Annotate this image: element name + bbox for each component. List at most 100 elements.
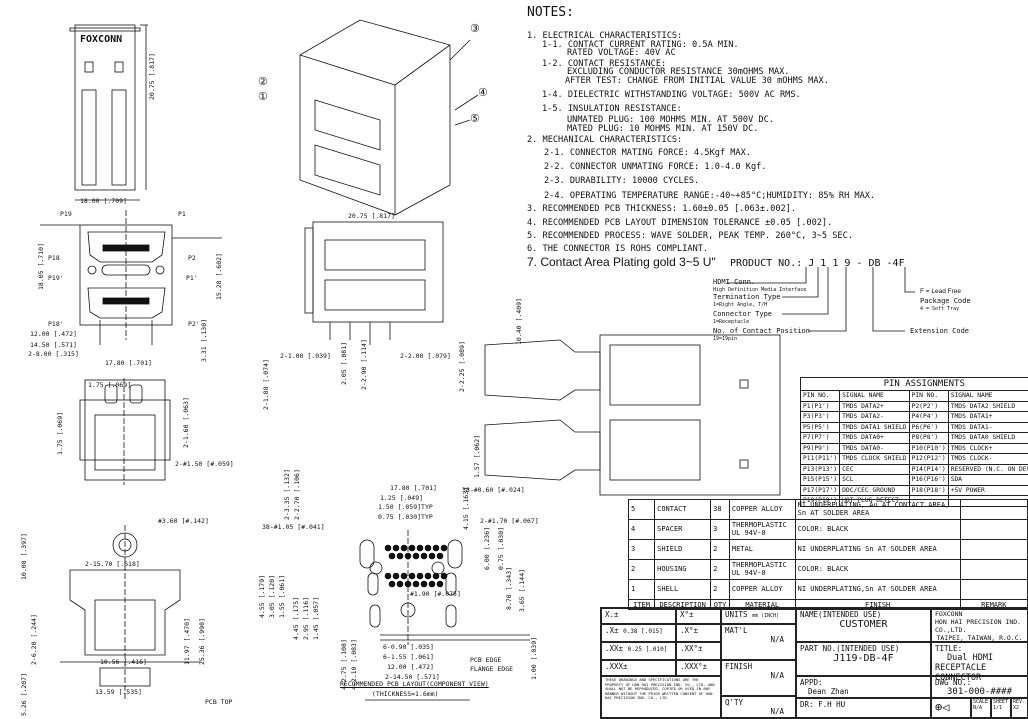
dr-value: F.H HU [818,700,845,709]
note-line: 2-2. CONNECTOR UNMATING FORCE: 1.0-4.0 K… [544,163,766,172]
units-label: UNITS [725,610,748,619]
solder-pad [385,545,392,552]
mated-view [485,335,780,495]
title-label: TITLE: [935,644,1024,653]
pin-cell: P10(P10') [909,443,948,454]
bom-cell: NI UNDERPLATING,Sn AT SOLDER AREA [795,580,960,600]
dim: 20.75 [.817] [348,212,395,220]
dim: #1.90 [#.075] [410,590,461,598]
dim: 0.75 [.030]TYP [378,513,433,521]
callout-5: ⑤ [470,112,480,125]
note-line: 5. RECOMMENDED PROCESS: WAVE SOLDER, PEA… [527,232,853,241]
scale-value: N/A [973,705,989,711]
solder-pad [425,573,432,580]
solder-pad [393,573,400,580]
solder-pad [397,581,404,588]
solder-pad [421,581,428,588]
dim: 2-2.70 [.106] [293,469,301,520]
pin-row: P7(P7')TMDS DATA0+P8(P8')TMDS DATA0 SHIE… [801,433,1028,444]
dim: 4.55 [.179] [258,575,266,618]
package-code: Package Code [920,297,971,305]
dim: PCB EDGE [470,656,501,664]
note-line: 2. MECHANICAL CHARACTERISTICS: [527,136,682,145]
pin-row: P3(P3')TMDS DATA2-P4(P4')TMDS DATA1+ [801,412,1028,423]
solder-pad [389,553,396,560]
bom-cell: 1 [629,580,655,600]
pin-label: P18 [48,254,60,262]
dim: 5.26 [.207] [20,673,28,716]
bom-cell [960,540,1027,560]
pin-cell: TMDS CLOCK SHIELD [840,454,909,465]
code-item-title: No. of Contact Position [713,327,810,335]
dim: 2.95 [.116] [302,597,310,640]
bom-cell: 2 [629,560,655,580]
pin-cell: TMDS DATA2- [840,412,909,423]
finish-value: N/A [725,671,792,680]
note-line: 3. RECOMMENDED PCB THICKNESS: 1.60±0.05 … [527,205,796,214]
dim: 17.80 [.701] [390,484,437,492]
product-number: PRODUCT NO.: J 1 1 9 - DB -4F [730,258,905,269]
layout-subtitle: (THICKNESS=1.6mm) [372,690,439,698]
pin-cell: TMDS CLOCK+ [948,443,1028,454]
pin-table-title: PIN ASSIGNMENTS [801,378,1028,391]
pin-cell: P13(P13') [801,464,840,475]
dim: 8.70 [.343] [505,567,513,610]
dwg-number: 301-000-#### [935,687,1024,697]
bom-cell: 4 [629,520,655,540]
isometric-view [300,20,478,215]
bom-cell: 2 [711,540,730,560]
note-line: AFTER TEST: CHANGE FROM INITIAL VALUE 30… [565,77,829,86]
callout-4: ④ [478,86,488,99]
matl-label: MAT'L [725,626,792,635]
dim: 4.15 [.163] [462,487,470,530]
top-view [70,25,148,200]
solder-pad [397,553,404,560]
bom-cell: 2 [711,580,730,600]
dim: 10.56 [.416] [100,658,147,666]
lead-free: F = Lead Free [920,288,961,295]
bom-cell: NI UNDERPLATING Sn AT SOLDER AREA [795,540,960,560]
solder-pad [433,545,440,552]
dim: 0.75 [.030] [497,527,505,570]
part-label: PART NO.(INTENDED USE) [800,644,927,653]
name-value: CUSTOMER [800,619,927,630]
pin-cell: +5V POWER [948,485,1028,496]
code-item-title: Connector Type [713,310,772,318]
solder-pad [413,581,420,588]
dim: 2-2.00 [.079] [400,352,451,360]
pin-cell: RESERVED (N.C. ON DEVICE) [948,464,1028,475]
pin-cell: P11(P11') [801,454,840,465]
dim: 38-#0.60 [#.024] [462,486,525,494]
dim: 6-0.90 [.035] [383,643,434,651]
pin-label: P1 [178,210,186,218]
dim: 20.75 [.817] [148,53,156,100]
appd-value: Dean Zhan [800,687,927,696]
solder-pad [437,553,444,560]
pin-cell: P14(P14') [909,464,948,475]
dim: 2-1.00 [.039] [280,352,331,360]
dim: 2-15.70 [.618] [85,560,140,568]
dim: 6-1.55 [.061] [383,653,434,661]
tol: .XXX± [601,660,676,676]
code-item-title: Termination Type [713,293,780,301]
dim: 2.05 [.081] [340,342,348,385]
disclaimer: THESE DRAWINGS AND SPECIFICATIONS ARE TH… [601,676,721,718]
code-item-sub: 19=19pin [713,336,737,342]
tol-value: 0.25 [.010] [628,646,668,653]
dim: 1.45 [.057] [312,597,320,640]
pin-row: P1(P1')TMDS DATA2+P2(P2')TMDS DATA2 SHIE… [801,401,1028,412]
bom-cell: NI UNDERPLATING, Au AT CONTACT AREA, Sn … [795,500,960,520]
note-line: 2-1. CONNECTOR MATING FORCE: 4.5Kgf MAX. [544,149,751,158]
note-line: 2-3. DURABILITY: 10000 CYCLES. [544,177,699,186]
pin-cell: TMDS DATA1 SHIELD [840,422,909,433]
pin-header: PIN NO. [909,391,948,402]
dim: 2-1.60 [.063] [182,397,190,448]
code-item-title: HDMI Conn. [713,278,755,286]
